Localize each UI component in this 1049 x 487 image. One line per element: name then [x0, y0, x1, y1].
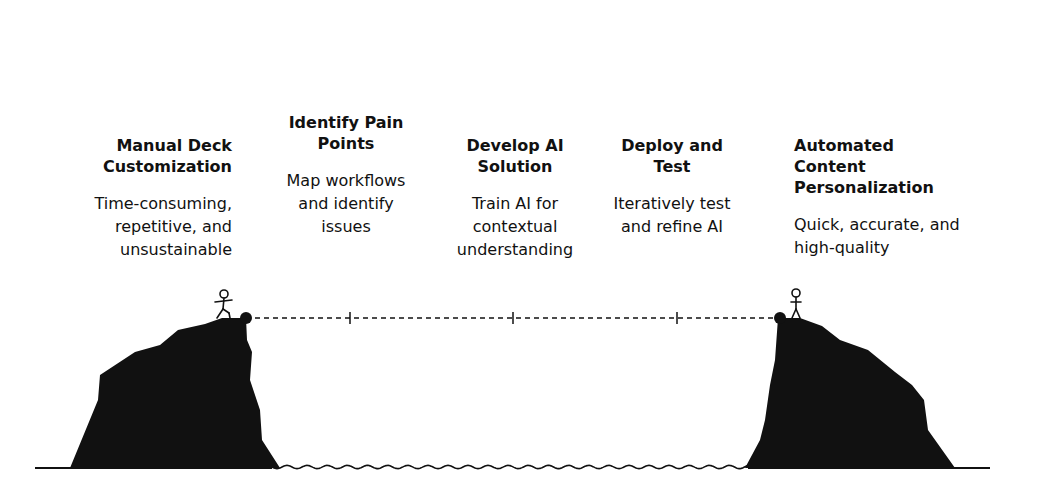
walking-figure [215, 290, 232, 318]
right-cliff [745, 318, 955, 468]
step-heading: Identify Pain Points [276, 112, 416, 154]
standing-figure [791, 289, 801, 318]
step-description: Map workflows and identify issues [285, 169, 407, 238]
step-description: Iteratively test and refine AI [611, 192, 733, 238]
step-tick [512, 312, 514, 324]
step-tick [349, 312, 351, 324]
step-tick [676, 312, 678, 324]
start-dot [240, 312, 252, 324]
end-dot [774, 312, 786, 324]
step-heading: Automated Content Personalization [794, 135, 969, 198]
step-description: Time-consuming, repetitive, and unsustai… [67, 192, 232, 261]
water-wave [272, 465, 748, 468]
step-heading: Develop AI Solution [450, 135, 580, 177]
step-description: Quick, accurate, and high-quality [794, 213, 969, 259]
step-description: Train AI for contextual understanding [443, 192, 588, 261]
left-cliff [70, 318, 280, 468]
step-heading: Deploy and Test [611, 135, 733, 177]
step-heading: Manual Deck Customization [82, 135, 232, 177]
